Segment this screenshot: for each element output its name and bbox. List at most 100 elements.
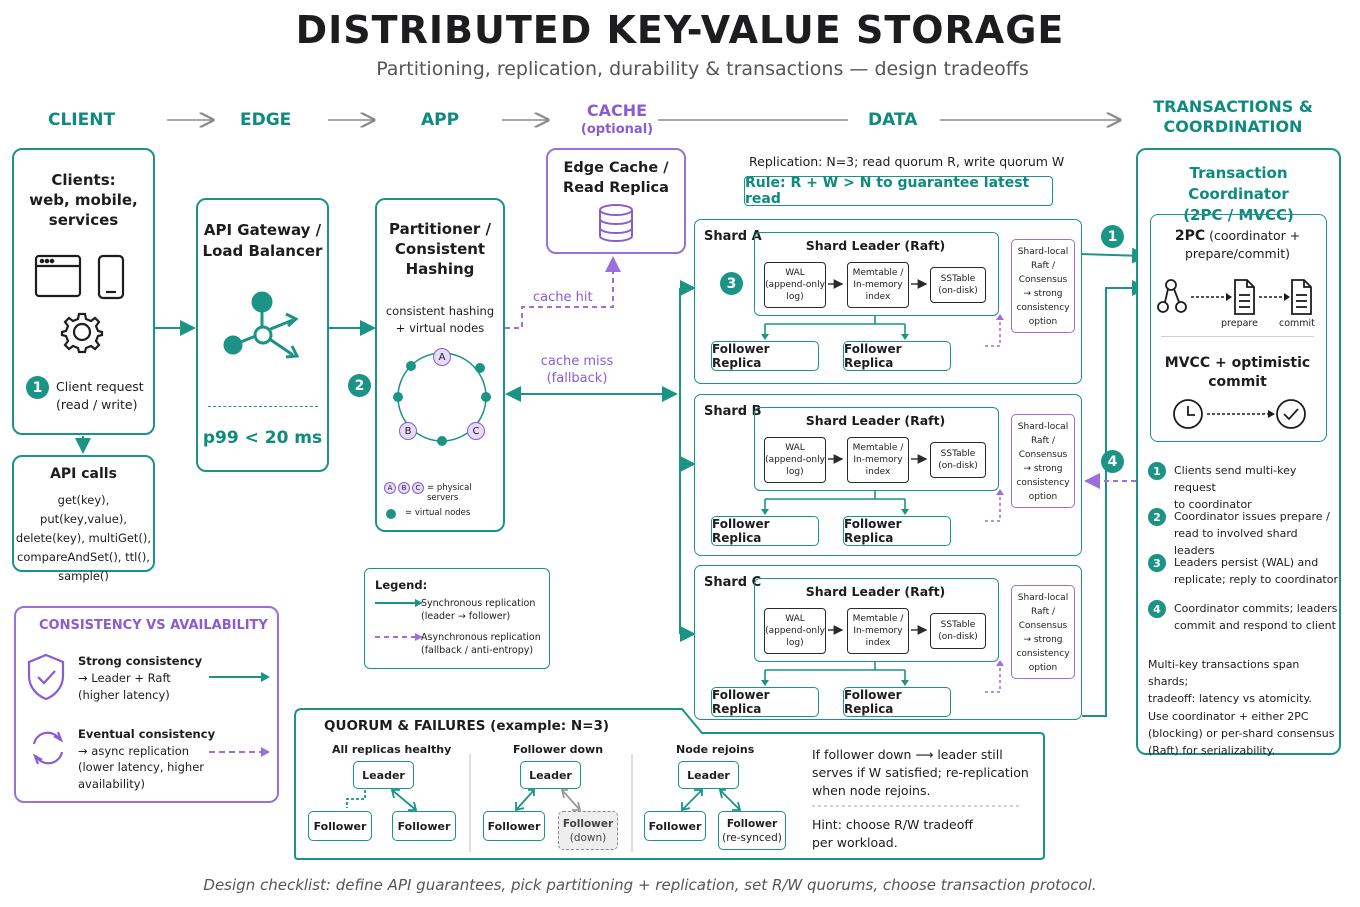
coordinator-step-l2: commit and respond to client <box>1174 619 1336 632</box>
database-icon <box>599 204 633 242</box>
api-calls-box: API calls get(key), put(key,value), dele… <box>12 455 155 583</box>
coordinator-step: 2 Coordinator issues prepare / read to i… <box>1148 506 1338 557</box>
down-follower-l2: (down) <box>569 832 607 844</box>
raft-consensus-box: Shard-local Raft / Consensus → strong co… <box>1011 239 1075 333</box>
summary-l1: Multi-key transactions span shards; <box>1148 658 1300 689</box>
arrow-cache-hit <box>505 256 621 329</box>
raft-l4: → strong <box>1023 635 1063 645</box>
wal-l2: (append-only <box>765 455 825 465</box>
summary-l3: Use coordinator + either 2PC <box>1148 709 1309 723</box>
strong-l1: Strong consistency <box>78 654 203 668</box>
cache-miss-l2: (fallback) <box>546 371 608 386</box>
quorum-note-l1: If follower down ⟶ leader still <box>812 747 1003 762</box>
down-follower-1: Follower <box>483 811 545 841</box>
legend-async-l2: (fallback / anti-entropy) <box>421 645 534 656</box>
eventual-consistency-text: Eventual consistency → async replication… <box>78 726 215 792</box>
quorum-hint-l2: per workload. <box>812 835 898 850</box>
coordinator-step-l2: replicate; reply to coordinator <box>1174 573 1339 586</box>
partitioner-title-l3: Hashing <box>405 260 475 278</box>
rejoin-follower-1: Follower <box>644 811 706 841</box>
legend-box: Legend: Synchronous replication (leader … <box>364 568 550 669</box>
edge-cache-title-l1: Edge Cache / <box>563 160 669 176</box>
mem-l3: index <box>865 292 891 302</box>
strong-l2: → Leader + Raft <box>78 671 171 685</box>
mem-l1: Memtable / <box>852 614 904 624</box>
coordinator-divider <box>1161 336 1314 337</box>
column-tx-l1: TRANSACTIONS & <box>1153 97 1313 116</box>
raft-l2: Raft / <box>1030 436 1055 446</box>
shard-box: Shard A 3 Shard Leader (Raft) WAL(append… <box>694 219 1082 384</box>
quorum-note-l2: serves if W satisfied; re-replication <box>812 765 1029 780</box>
column-client: CLIENT <box>48 110 116 130</box>
wal-l3: log) <box>786 638 804 648</box>
eventual-l1: Eventual consistency <box>78 727 216 741</box>
quorum-healthy-label: All replicas healthy <box>332 743 452 756</box>
wal-l1: WAL <box>785 268 805 278</box>
api-call-l1: get(key), put(key,value), <box>40 493 127 526</box>
arrow-shards-coordinator <box>1082 280 1148 717</box>
raft-l2: Raft / <box>1030 261 1055 271</box>
cache-hit-label: cache hit <box>533 290 593 305</box>
raft-l6: option <box>1028 492 1058 502</box>
quorum-rule: Rule: R + W > N to guarantee latest read <box>744 175 1053 207</box>
raft-consensus-box: Shard-local Raft / Consensus → strong co… <box>1011 585 1075 679</box>
legend-virtual-dot <box>386 509 396 519</box>
down-follower-2: Follower (down) <box>558 811 618 850</box>
coordinator-step-text: Clients send multi-key request to coordi… <box>1174 462 1338 513</box>
column-app: APP <box>421 110 460 130</box>
shield-check-icon <box>27 653 65 701</box>
coordinator-step-badge: 3 <box>1148 554 1166 572</box>
ss-l1: SSTable <box>940 274 976 284</box>
legend-sync-text: Synchronous replication (leader → follow… <box>421 597 535 623</box>
coordinator-box: Transaction Coordinator (2PC / MVCC) 2PC… <box>1136 148 1341 757</box>
down-leader: Leader <box>520 761 581 789</box>
follower-replica-1: Follower Replica <box>711 516 819 546</box>
raft-l4: → strong <box>1023 464 1063 474</box>
summary-l4: (blocking) or per-shard consensus <box>1148 726 1335 740</box>
api-call-l3: compareAndSet(), ttl(), <box>17 550 150 564</box>
client-request-l2: (read / write) <box>56 397 138 412</box>
raft-l1: Shard-local <box>1017 422 1069 432</box>
raft-l1: Shard-local <box>1017 593 1069 603</box>
rejoin-follower-2: Follower (re-synced) <box>718 811 786 850</box>
legend-physical-label: = physical servers <box>427 483 472 503</box>
hashing-note-l2: + virtual nodes <box>395 321 485 335</box>
legend-async-text: Asynchronous replication (fallback / ant… <box>421 631 541 657</box>
raft-l3: Consensus <box>1018 450 1068 460</box>
eventual-l2: → async replication <box>78 743 190 758</box>
eventual-l4: availability) <box>78 776 146 791</box>
quorum-down-label: Follower down <box>513 743 604 756</box>
raft-l6: option <box>1028 663 1058 673</box>
legend-sync-l1: Synchronous replication <box>421 598 536 609</box>
quorum-hint: Hint: choose R/W tradeoff per workload. <box>812 816 973 852</box>
ss-l2: (on-disk) <box>938 632 978 642</box>
wal-l2: (append-only <box>765 280 825 290</box>
replication-arrows <box>761 660 1004 693</box>
healthy-follower-1: Follower <box>308 811 372 841</box>
ring-node-a: A <box>433 348 451 366</box>
coordinator-step-text: Leaders persist (WAL) and replicate; rep… <box>1174 554 1338 588</box>
shard-name: Shard A <box>704 229 762 244</box>
raft-l4: → strong <box>1023 289 1063 299</box>
resync-follower-l2: (re-synced) <box>722 832 782 844</box>
coordinator-step-text: Coordinator issues prepare / read to inv… <box>1174 508 1338 559</box>
follower-replica-2: Follower Replica <box>843 516 951 546</box>
raft-l5: consistency <box>1016 303 1070 313</box>
follower-replica-1: Follower Replica <box>711 687 819 717</box>
ss-l2: (on-disk) <box>938 461 978 471</box>
eventual-l3: (lower latency, higher <box>78 760 205 774</box>
coordinator-step-1-badge: 1 <box>1101 225 1124 248</box>
mem-l2: In-memory <box>853 626 903 636</box>
partitioner-title: Partitioner / Consistent Hashing <box>377 219 503 279</box>
quorum-title: QUORUM & FAILURES (example: N=3) <box>324 718 610 734</box>
coordinator-step-l1: Clients send multi-key request <box>1174 464 1297 494</box>
down-follower-l1: Follower <box>562 818 614 830</box>
mem-l2: In-memory <box>853 280 903 290</box>
mobile-phone-icon <box>97 254 125 300</box>
